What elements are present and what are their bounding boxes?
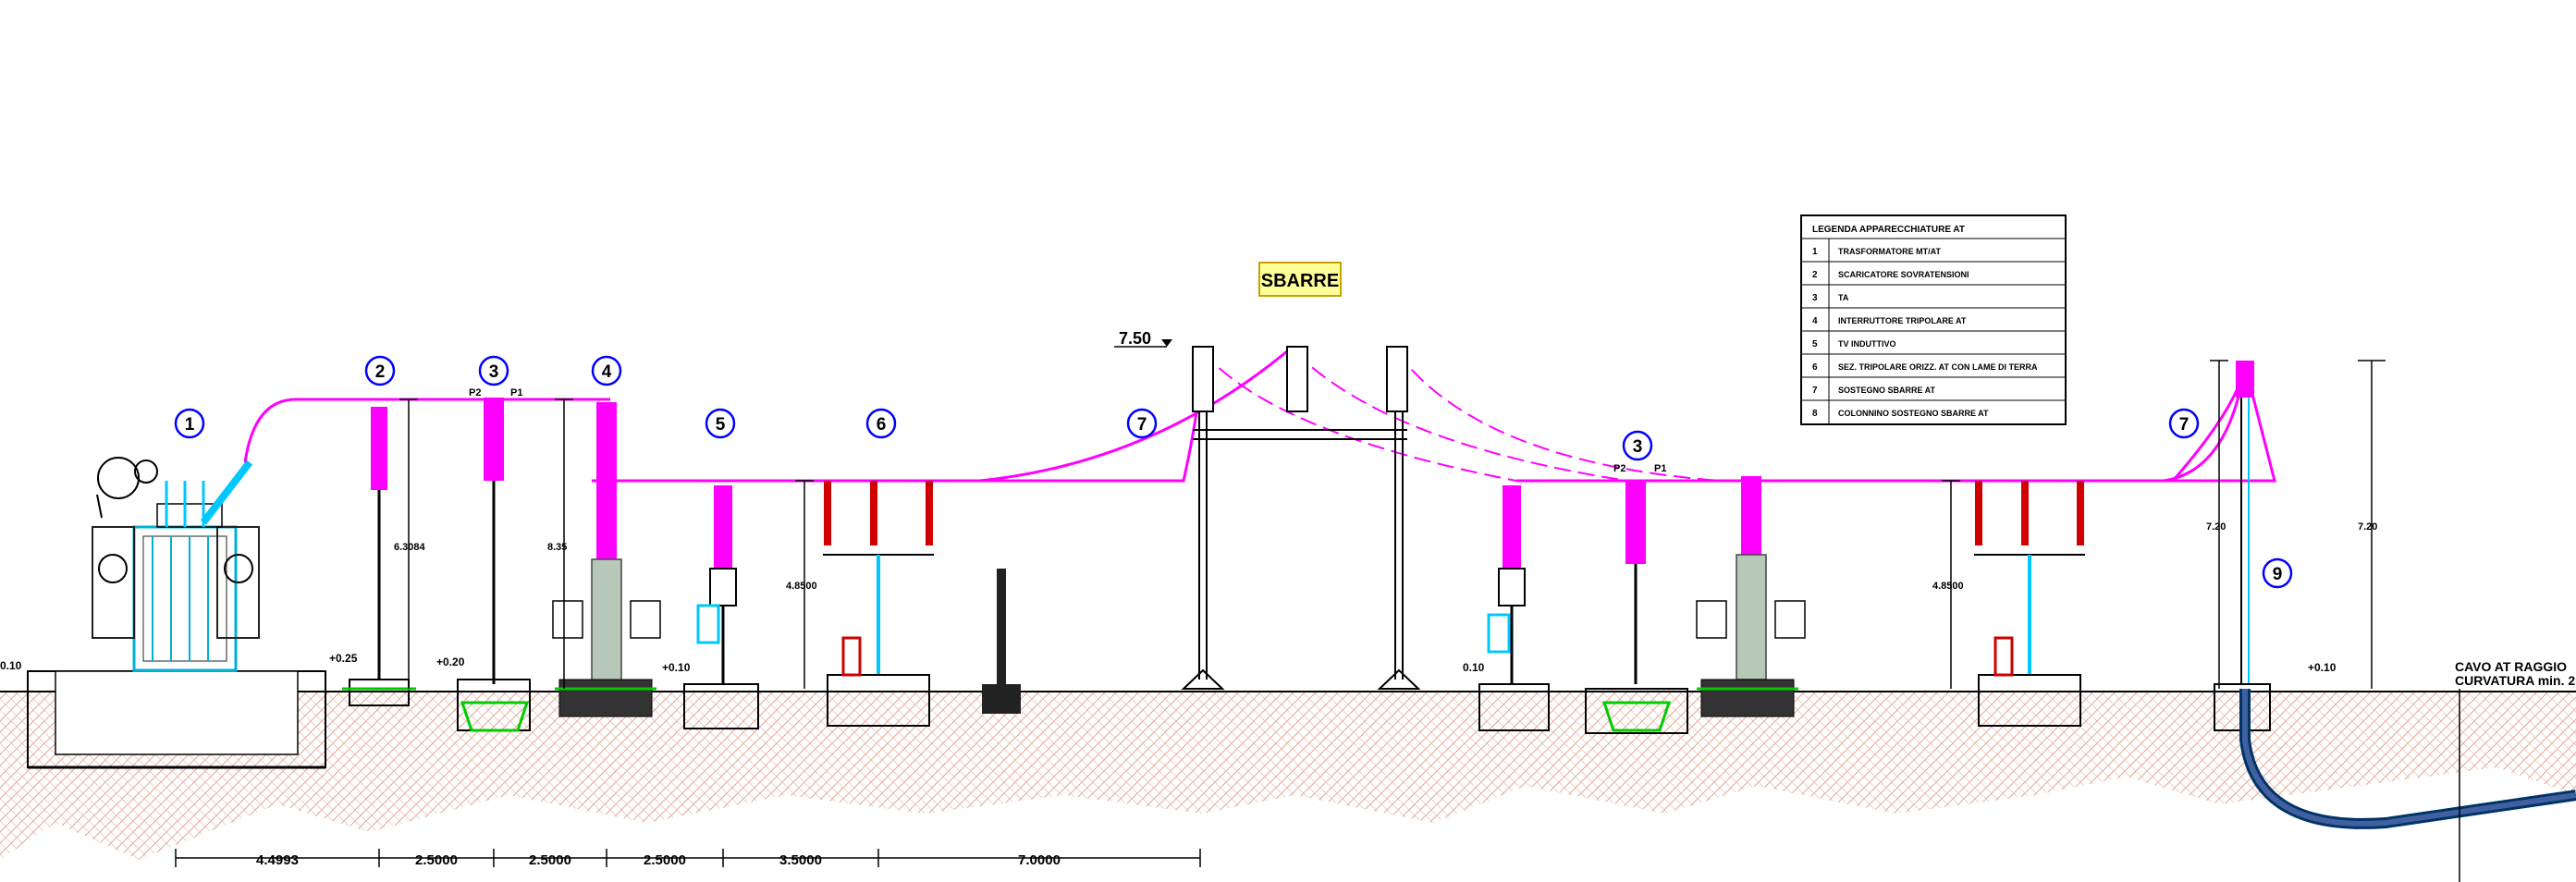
legend-num: 7 bbox=[1812, 386, 1818, 396]
level-label: 0.10 bbox=[0, 659, 22, 672]
phase-label: P1 bbox=[510, 387, 522, 398]
legend-num: 8 bbox=[1812, 409, 1818, 419]
legend-num: 1 bbox=[1812, 247, 1818, 257]
legend-num: 6 bbox=[1812, 362, 1818, 373]
disconnector-left bbox=[823, 481, 934, 727]
circle-label-3: 3 bbox=[489, 362, 499, 382]
voltage-transformer-right bbox=[1478, 485, 1550, 731]
dimension-label: 2.5000 bbox=[644, 852, 686, 868]
legend-desc: SEZ. TRIPOLARE ORIZZ. AT CON LAME DI TER… bbox=[1838, 362, 2038, 372]
level-label: +0.10 bbox=[2308, 661, 2337, 674]
circle-label-7-right: 7 bbox=[2179, 415, 2190, 435]
equipment-number-circles bbox=[174, 355, 2293, 589]
busbar-gantry bbox=[1181, 346, 1421, 690]
disconnector-right bbox=[1974, 481, 2085, 727]
legend-desc: TV INDUTTIVO bbox=[1838, 339, 1896, 349]
busbar-dashed-conductors bbox=[1201, 350, 1721, 482]
circle-label-5: 5 bbox=[716, 415, 726, 435]
circle-label-1: 1 bbox=[185, 415, 195, 435]
current-transformer-right bbox=[1585, 481, 1688, 734]
phase-label: P2 bbox=[1613, 463, 1625, 474]
top-level-text: 7.50 bbox=[1119, 329, 1151, 348]
level-label: +0.10 bbox=[662, 661, 691, 674]
legend-desc: SOSTEGNO SBARRE AT bbox=[1838, 386, 1936, 395]
height-label: 4.8500 bbox=[786, 581, 817, 592]
legend-title: LEGENDA APPARECCHIATURE AT bbox=[1812, 225, 1965, 235]
circuit-breaker-right bbox=[1696, 476, 1806, 717]
cable-note-line2: CURVATURA min. 2.4 bbox=[2455, 673, 2576, 688]
height-label: 6.3084 bbox=[394, 542, 426, 553]
circle-label-2: 2 bbox=[375, 362, 386, 382]
dimension-label: 7.0000 bbox=[1018, 852, 1061, 868]
transformer-foundation bbox=[27, 670, 326, 769]
legend-desc: TA bbox=[1838, 293, 1849, 302]
circle-label-6: 6 bbox=[877, 415, 887, 435]
phase-label: P1 bbox=[1654, 463, 1666, 474]
circle-label-3-right: 3 bbox=[1633, 437, 1643, 457]
circuit-breaker-left bbox=[552, 402, 661, 717]
height-label: 7.20 bbox=[2206, 521, 2226, 533]
legend-desc: SCARICATORE SOVRATENSIONI bbox=[1838, 270, 1969, 279]
voltage-transformer-left bbox=[683, 485, 759, 729]
dimension-label: 3.5000 bbox=[779, 852, 822, 868]
height-label: 4.8500 bbox=[1932, 581, 1964, 592]
legend-desc: INTERRUTTORE TRIPOLARE AT bbox=[1838, 316, 1967, 325]
dimension-label: 2.5000 bbox=[415, 852, 458, 868]
current-transformer-left bbox=[457, 398, 531, 732]
legend-num: 4 bbox=[1812, 316, 1818, 326]
legend-desc: TRASFORMATORE MT/AT bbox=[1838, 247, 1941, 256]
cable-terminal bbox=[982, 569, 1021, 714]
circle-label-9: 9 bbox=[2273, 565, 2283, 584]
legend-num: 2 bbox=[1812, 270, 1818, 280]
legend-table: LEGENDA APPARECCHIATURE AT 1 TRASFORMATO… bbox=[1800, 214, 2067, 425]
transformer bbox=[92, 457, 260, 672]
height-label: 8.35 bbox=[547, 542, 567, 553]
top-level-marker: 7.50 bbox=[1114, 329, 1172, 348]
dimension-label: 2.5000 bbox=[529, 852, 571, 868]
ground-hatch bbox=[0, 692, 2576, 860]
page-title: SBARRE bbox=[1261, 271, 1339, 291]
circle-label-7: 7 bbox=[1137, 415, 1147, 435]
bottom-dimension-line bbox=[175, 849, 1201, 867]
height-label: 7.20 bbox=[2358, 521, 2377, 533]
surge-arrester bbox=[342, 407, 416, 706]
legend-desc: COLONNINO SOSTEGNO SBARRE AT bbox=[1838, 409, 1989, 418]
circle-label-4: 4 bbox=[602, 362, 612, 382]
level-label: 0.10 bbox=[1463, 661, 1485, 674]
busbar-support-right bbox=[2214, 361, 2576, 829]
cable-note-line1: CAVO AT RAGGIO bbox=[2455, 659, 2567, 674]
title-box: SBARRE bbox=[1258, 262, 1342, 297]
height-dimension-lines bbox=[399, 360, 2460, 882]
level-label: +0.20 bbox=[436, 655, 465, 668]
legend-num: 3 bbox=[1812, 293, 1818, 303]
legend-num: 5 bbox=[1812, 339, 1818, 349]
dimension-label: 4.4993 bbox=[256, 852, 299, 868]
phase-label: P2 bbox=[469, 387, 481, 398]
level-label: +0.25 bbox=[329, 652, 358, 665]
